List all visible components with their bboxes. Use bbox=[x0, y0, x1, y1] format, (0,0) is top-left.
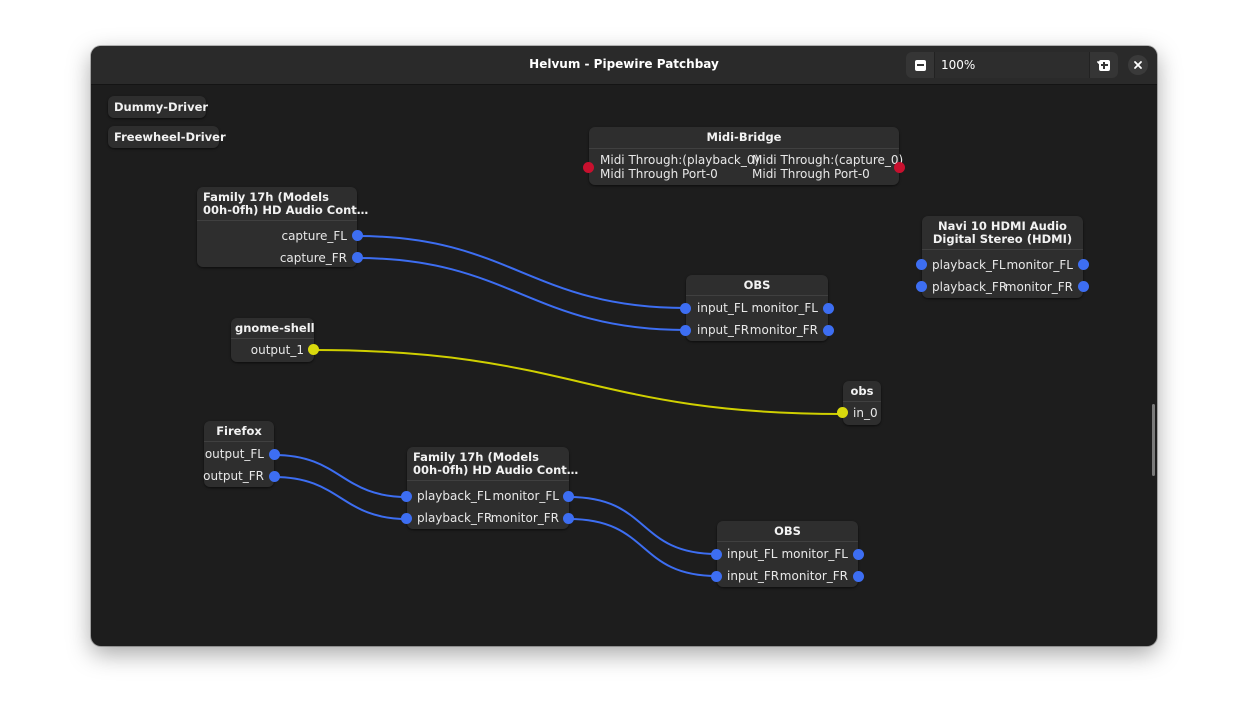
output-port-dot[interactable] bbox=[1078, 281, 1089, 292]
graph-canvas[interactable]: Dummy-Driver Freewheel-Driver Midi-Bridg… bbox=[91, 85, 1157, 646]
node-firefox[interactable]: Firefox output_FL output_FR bbox=[203, 421, 280, 487]
port-monitor-fl[interactable]: monitor_FL bbox=[1006, 258, 1073, 272]
port-capture-fr[interactable]: capture_FR bbox=[279, 251, 347, 265]
link-monitor-fr bbox=[568, 518, 718, 577]
output-port-dot[interactable] bbox=[853, 571, 864, 582]
output-port-dot[interactable] bbox=[352, 230, 363, 241]
input-port-dot[interactable] bbox=[711, 549, 722, 560]
output-port-dot[interactable] bbox=[563, 491, 574, 502]
node-title: Firefox bbox=[204, 421, 274, 442]
output-port-dot[interactable] bbox=[352, 252, 363, 263]
input-port-dot[interactable] bbox=[680, 303, 691, 314]
node-title: OBS bbox=[686, 275, 828, 296]
link-monitor-fl bbox=[568, 496, 718, 555]
node-midi-bridge[interactable]: Midi-Bridge Midi Through:(playback_0) Mi… bbox=[583, 127, 905, 185]
output-port-dot[interactable] bbox=[823, 303, 834, 314]
node-freewheel-driver[interactable]: Freewheel-Driver bbox=[108, 126, 226, 148]
link-capture-fl bbox=[356, 235, 687, 309]
input-port-dot[interactable] bbox=[401, 491, 412, 502]
port-capture-fl[interactable]: capture_FL bbox=[281, 229, 347, 243]
node-navi-hdmi[interactable]: Navi 10 HDMI Audio Digital Stereo (HDMI)… bbox=[916, 216, 1089, 298]
input-port-dot[interactable] bbox=[401, 513, 412, 524]
port-output-fr[interactable]: output_FR bbox=[203, 469, 264, 483]
port-in-0[interactable]: in_0 bbox=[853, 406, 878, 420]
port-output-fl[interactable]: output_FL bbox=[204, 447, 264, 461]
port-monitor-fl[interactable]: monitor_FL bbox=[781, 547, 848, 561]
port-monitor-fr[interactable]: monitor_FR bbox=[749, 323, 818, 337]
node-title: Navi 10 HDMI Audio Digital Stereo (HDMI) bbox=[922, 216, 1083, 250]
node-family-playback[interactable]: Family 17h (Models 00h-0fh) HD Audio Con… bbox=[401, 447, 578, 529]
window-title: Helvum - Pipewire Patchbay bbox=[529, 57, 719, 71]
port-input-fr[interactable]: input_FR bbox=[727, 569, 780, 583]
output-port-dot[interactable] bbox=[308, 344, 319, 355]
node-family-capture[interactable]: Family 17h (Models 00h-0fh) HD Audio Con… bbox=[197, 187, 368, 267]
link-firefox-fr bbox=[273, 476, 408, 520]
port-playback-fl[interactable]: playback_FL bbox=[417, 489, 491, 503]
link-gnome-shell-obs bbox=[313, 349, 844, 415]
links-layer bbox=[273, 235, 844, 577]
close-button[interactable] bbox=[1128, 55, 1148, 75]
node-dummy-driver[interactable]: Dummy-Driver bbox=[108, 96, 209, 118]
port-output-1[interactable]: output_1 bbox=[250, 343, 304, 357]
output-port-dot[interactable] bbox=[823, 325, 834, 336]
input-port-dot[interactable] bbox=[711, 571, 722, 582]
node-title: obs bbox=[843, 381, 881, 402]
node-obs-audio-1[interactable]: OBS input_FL input_FR monitor_FL monitor… bbox=[680, 275, 834, 341]
port-monitor-fl[interactable]: monitor_FL bbox=[751, 301, 818, 315]
minus-icon bbox=[914, 59, 926, 71]
port-input-fl[interactable]: input_FL bbox=[697, 301, 748, 315]
node-title: Family 17h (Models 00h-0fh) HD Audio Con… bbox=[197, 187, 368, 221]
node-title: gnome-shell bbox=[231, 318, 315, 339]
app-window: Helvum - Pipewire Patchbay 100% bbox=[91, 46, 1157, 646]
node-title: OBS bbox=[717, 521, 858, 542]
plus-icon bbox=[1098, 59, 1110, 71]
node-title: Family 17h (Models 00h-0fh) HD Audio Con… bbox=[407, 447, 578, 481]
close-icon bbox=[1134, 61, 1142, 69]
node-gnome-shell[interactable]: gnome-shell output_1 bbox=[231, 318, 319, 362]
zoom-in-button[interactable] bbox=[1090, 52, 1118, 78]
link-firefox-fl bbox=[273, 454, 408, 498]
port-playback-fl[interactable]: playback_FL bbox=[932, 258, 1006, 272]
zoom-level-dropdown[interactable]: 100% bbox=[935, 52, 1109, 78]
vertical-scrollbar[interactable] bbox=[1152, 404, 1155, 476]
link-capture-fr bbox=[356, 257, 687, 331]
port-playback-fr[interactable]: playback_FR bbox=[417, 511, 493, 525]
zoom-out-button[interactable] bbox=[906, 52, 934, 78]
port-playback-fr[interactable]: playback_FR bbox=[932, 280, 1008, 294]
node-obs-audio-2[interactable]: OBS input_FL input_FR monitor_FL monitor… bbox=[711, 521, 864, 587]
port-monitor-fl[interactable]: monitor_FL bbox=[492, 489, 559, 503]
output-port-dot[interactable] bbox=[1078, 259, 1089, 270]
port-monitor-fr[interactable]: monitor_FR bbox=[779, 569, 848, 583]
node-title: Midi-Bridge bbox=[589, 127, 899, 149]
midi-output-port-dot[interactable] bbox=[894, 162, 905, 173]
header-bar: Helvum - Pipewire Patchbay 100% bbox=[91, 46, 1157, 85]
port-midi-out[interactable]: Midi Through:(capture_0) Midi Through Po… bbox=[752, 153, 904, 181]
port-input-fl[interactable]: input_FL bbox=[727, 547, 778, 561]
input-port-dot[interactable] bbox=[837, 407, 848, 418]
input-port-dot[interactable] bbox=[680, 325, 691, 336]
midi-input-port-dot[interactable] bbox=[583, 162, 594, 173]
node-title: Dummy-Driver bbox=[114, 100, 209, 114]
zoom-level-value: 100% bbox=[941, 58, 976, 72]
port-input-fr[interactable]: input_FR bbox=[697, 323, 750, 337]
output-port-dot[interactable] bbox=[269, 471, 280, 482]
port-midi-in[interactable]: Midi Through:(playback_0) Midi Through P… bbox=[600, 153, 760, 181]
port-monitor-fr[interactable]: monitor_FR bbox=[490, 511, 559, 525]
node-title: Freewheel-Driver bbox=[114, 130, 226, 144]
output-port-dot[interactable] bbox=[269, 449, 280, 460]
input-port-dot[interactable] bbox=[916, 281, 927, 292]
zoom-control: 100% bbox=[906, 52, 1118, 78]
node-obs-video[interactable]: obs in_0 bbox=[837, 381, 881, 425]
input-port-dot[interactable] bbox=[916, 259, 927, 270]
port-monitor-fr[interactable]: monitor_FR bbox=[1004, 280, 1073, 294]
output-port-dot[interactable] bbox=[563, 513, 574, 524]
output-port-dot[interactable] bbox=[853, 549, 864, 560]
